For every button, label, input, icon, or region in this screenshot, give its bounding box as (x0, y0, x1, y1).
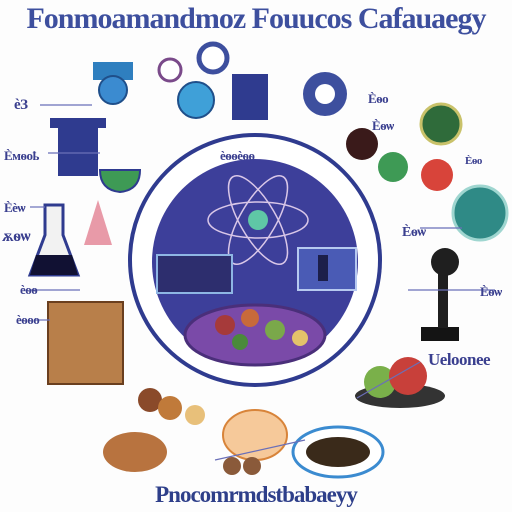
plate-item (241, 309, 259, 327)
machine-top (50, 118, 106, 128)
seed-icon (223, 457, 241, 475)
bread-icon (158, 396, 182, 420)
microscope-icon (431, 248, 459, 276)
side-label: ѐЗ (14, 97, 28, 113)
side-label: Ueloonee (428, 350, 491, 369)
onion-icon (222, 409, 288, 461)
plate-item (265, 320, 285, 340)
side-label: ѫѳѡ (2, 228, 31, 245)
building-icon (47, 301, 124, 385)
apple-icon (389, 357, 427, 395)
apparatus-top (93, 62, 133, 80)
bread-icon (138, 388, 162, 412)
center-label: ѐѳѳѐѳѳ (220, 148, 255, 163)
microscope-base (421, 327, 459, 341)
gear-icon (196, 41, 230, 75)
device-box (232, 74, 268, 120)
atom-icon (207, 175, 309, 265)
bowl-contents (306, 437, 370, 467)
microscope-arm (438, 262, 448, 328)
pink-flask-icon (84, 200, 112, 245)
connector-lines (30, 104, 495, 461)
plate-item (215, 315, 235, 335)
berry-icon (346, 128, 378, 160)
side-label: Ѐмѳоҍ (4, 148, 39, 163)
bread-icon (185, 405, 205, 425)
pastry-icon (103, 432, 167, 472)
monitor-left (156, 254, 233, 294)
side-label: ѐѳѳ (20, 282, 38, 297)
side-label: Ѐѳо (465, 155, 482, 167)
funnel-icon (98, 75, 128, 105)
round-flask-icon (177, 81, 215, 119)
side-label: ѐѳѳо (16, 312, 40, 327)
machine-icon (58, 124, 98, 176)
monitor-right-bar (318, 255, 328, 281)
plate-item (292, 330, 308, 346)
side-label: Ѐѳѡ (480, 284, 502, 299)
plate-item (232, 334, 248, 350)
flask-liquid (30, 255, 78, 275)
side-label: Ѐѳо (368, 91, 389, 106)
bottom-caption: Pnocomrmdstbabaeyy (155, 482, 358, 507)
beaker-icon (98, 169, 142, 194)
seed-icon (243, 457, 261, 475)
page-title: Fonmoamandmoz Fouucos Cafauaegy (26, 2, 486, 35)
microorganism-icon (451, 184, 509, 242)
atom-nucleus (248, 210, 268, 230)
tomato-icon (421, 159, 453, 191)
cell-icon (419, 102, 463, 146)
side-label: Ѐѳѡ (402, 225, 426, 240)
side-label: Ѐѳѡ (372, 118, 394, 133)
pepper-icon (378, 152, 408, 182)
gear-icon (157, 57, 183, 83)
flower-center (315, 84, 335, 104)
side-label: Ѐѐѡ (4, 200, 25, 215)
